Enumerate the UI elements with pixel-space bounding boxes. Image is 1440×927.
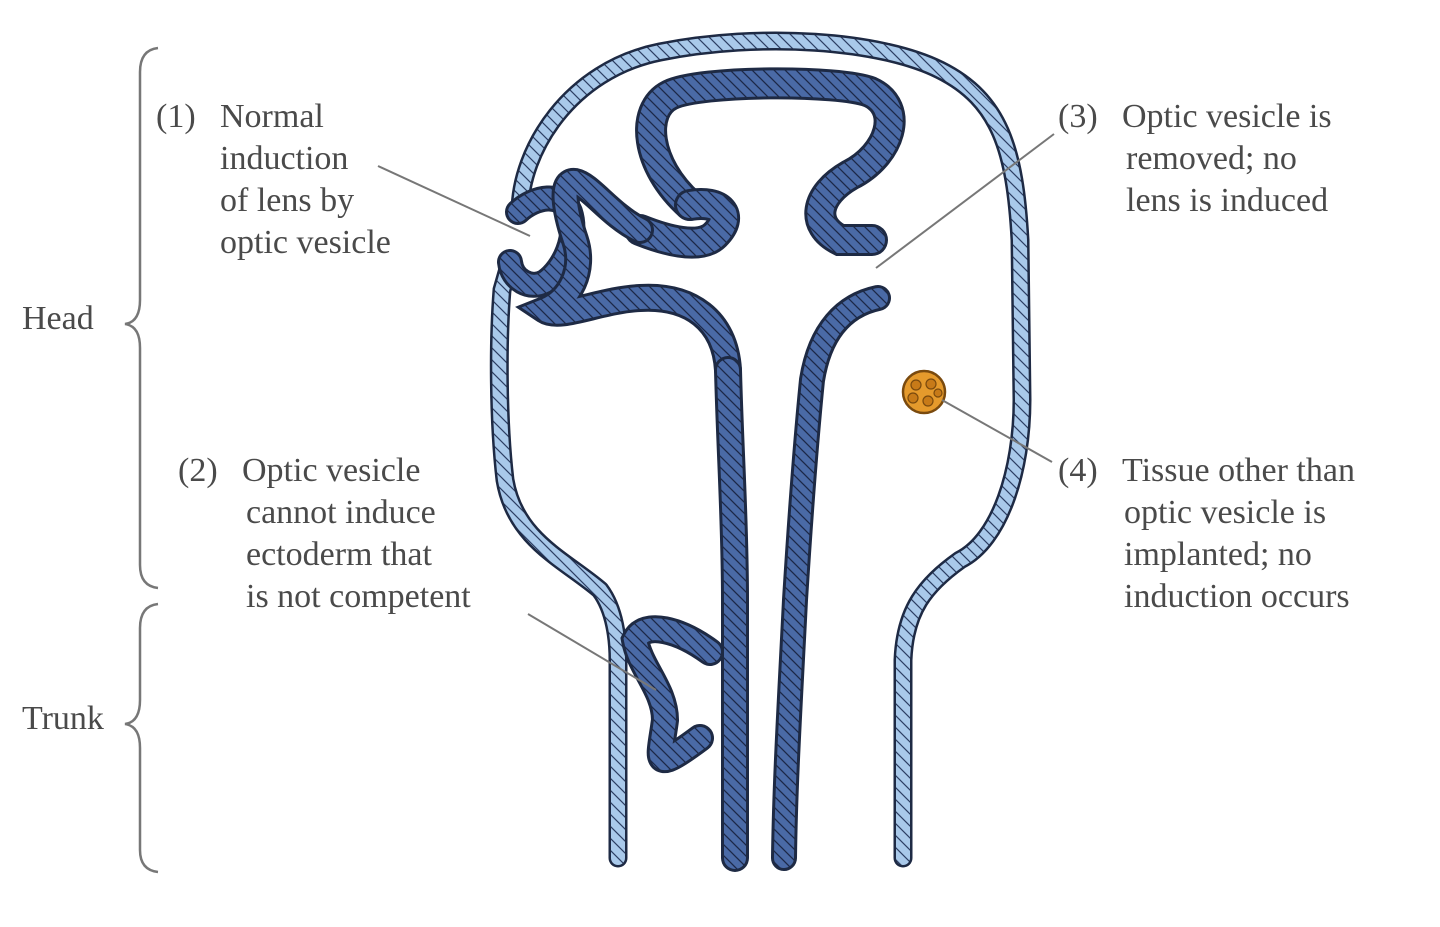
annotation-2-line-3: ectoderm that (246, 536, 432, 573)
leader-line-2 (527, 613, 657, 691)
annotation-1-line-4: optic vesicle (220, 224, 391, 261)
trunk-bracket (124, 602, 159, 874)
annotation-4-line-3: implanted; no (1124, 536, 1312, 573)
leader-line-1 (377, 165, 531, 237)
neural-tube (515, 67, 906, 872)
head-label: Head (22, 300, 94, 337)
annotation-1-line-1: Normal (220, 98, 324, 135)
implanted-tissue (901, 369, 947, 415)
annotation-1-number: (1) (156, 98, 196, 135)
annotation-1-line-2: induction (220, 140, 349, 177)
annotation-2-line-2: cannot induce (246, 494, 436, 531)
annotation-3-line-1: Optic vesicle is (1122, 98, 1332, 135)
annotation-2-line-1: Optic vesicle (242, 452, 421, 489)
annotation-2-line-4: is not competent (246, 578, 471, 615)
annotation-4-number: (4) (1058, 452, 1098, 489)
leader-line-3 (875, 133, 1055, 269)
ectoderm-outline (489, 31, 1032, 868)
annotation-3-number: (3) (1058, 98, 1098, 135)
annotation-4-line-2: optic vesicle is (1124, 494, 1327, 531)
annotation-3-line-3: lens is induced (1126, 182, 1329, 219)
head-bracket (124, 46, 159, 590)
annotation-3-line-2: removed; no (1126, 140, 1297, 177)
annotation-1-line-3: of lens by (220, 182, 355, 219)
leader-line-4 (941, 399, 1053, 463)
annotation-4-line-1: Tissue other than (1122, 452, 1355, 489)
annotation-2-number: (2) (178, 452, 218, 489)
trunk-label: Trunk (22, 700, 104, 737)
annotation-4-line-4: induction occurs (1124, 578, 1350, 615)
